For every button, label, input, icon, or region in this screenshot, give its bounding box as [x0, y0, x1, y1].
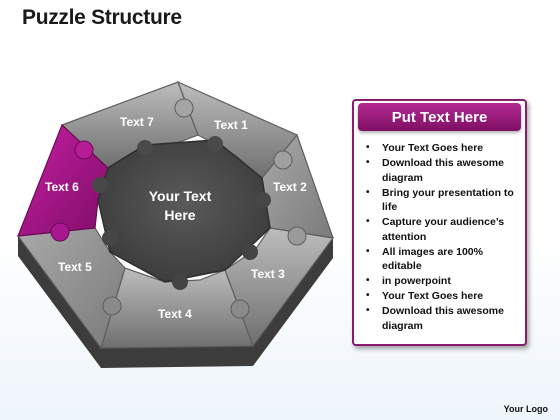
list-item: •in powerpoint — [366, 275, 451, 288]
center-text-line1: Your Text — [149, 188, 212, 204]
piece-label-2: Text 2 — [273, 180, 307, 194]
bullet-icon: • — [366, 245, 370, 257]
list-item: •All images are 100% editable — [366, 245, 483, 273]
bullet-icon: • — [366, 142, 370, 153]
bullet-icon: • — [366, 216, 370, 228]
bullet-icon: • — [366, 290, 370, 302]
center-hub — [92, 136, 271, 290]
piece-label-4: Text 4 — [158, 307, 192, 321]
piece-label-6: Text 6 — [45, 180, 79, 194]
slide-title: Puzzle Structure — [22, 6, 182, 29]
knob-1-2 — [273, 150, 293, 170]
text-panel: Put Text Here •Your Text Goes here •Down… — [352, 99, 527, 346]
panel-header: Put Text Here — [358, 103, 521, 131]
piece-label-7: Text 7 — [120, 115, 154, 129]
piece-label-3: Text 3 — [251, 267, 285, 281]
bullet-icon: • — [366, 275, 370, 287]
panel-list: •Your Text Goes here •Download this awes… — [354, 141, 525, 333]
bullet-icon: • — [366, 156, 370, 168]
puzzle-knobs — [50, 98, 307, 319]
list-item: •Your Text Goes here — [366, 142, 484, 154]
piece-label-5: Text 5 — [58, 260, 92, 274]
list-item: •Your Text Goes here — [366, 290, 484, 303]
list-item: •Bring your presentation to life — [366, 186, 514, 214]
list-item: •Download this awesome diagram — [366, 156, 504, 184]
center-text-line2: Here — [164, 207, 195, 223]
knob-4-5 — [102, 296, 122, 316]
knob-7-1 — [174, 98, 194, 118]
list-item: •Download this awesome diagram — [366, 305, 504, 332]
bullet-icon: • — [366, 186, 370, 198]
list-item: •Capture your audience’s attention — [366, 216, 505, 243]
knob-2-3 — [287, 226, 307, 246]
bullet-icon: • — [366, 305, 370, 317]
piece-label-1: Text 1 — [214, 118, 248, 132]
knob-5-6 — [50, 222, 70, 242]
logo-text: Your Logo — [503, 404, 548, 414]
knob-3-4 — [230, 299, 250, 319]
knob-6-7 — [74, 140, 94, 160]
